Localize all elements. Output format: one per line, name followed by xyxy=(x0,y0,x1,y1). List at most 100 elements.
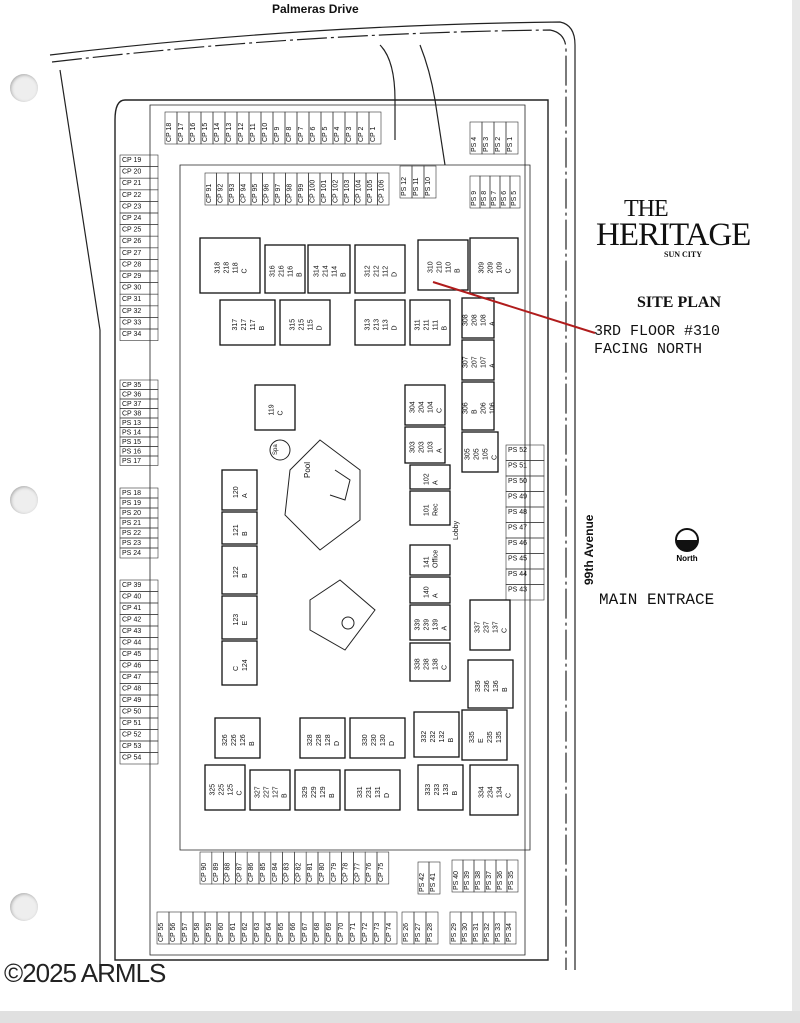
parking-space-label: PS 27 xyxy=(415,923,422,942)
unit-label: C xyxy=(237,790,244,795)
parking-space-label: CP 62 xyxy=(242,923,249,942)
parking-space-label: CP 31 xyxy=(122,296,141,303)
unit-label: 312 xyxy=(365,265,372,277)
unit-label: A xyxy=(242,493,249,498)
unit-label: 216 xyxy=(279,265,286,277)
building-outline xyxy=(221,545,258,595)
unit-label: 122 xyxy=(233,566,240,578)
building-outline xyxy=(461,431,499,473)
unit-label: 331 xyxy=(357,786,364,798)
unit-label: 239 xyxy=(424,619,431,631)
parking-space-label: CP 20 xyxy=(122,169,141,176)
parking-space-label: CP 38 xyxy=(122,411,141,418)
building-outline xyxy=(254,384,296,431)
parking-space-label: CP 79 xyxy=(331,863,338,882)
parking-space-label: CP 86 xyxy=(248,863,255,882)
unit-label: 329 xyxy=(302,786,309,798)
unit-annotation: 3RD FLOOR #310 FACING NORTH xyxy=(594,323,720,359)
parking-space-label: CP 87 xyxy=(236,863,243,882)
parking-space-label: CP 26 xyxy=(122,238,141,245)
unit-label: B xyxy=(242,573,249,578)
unit-label: 316 xyxy=(270,265,277,277)
parking-space-label: PS 47 xyxy=(508,525,527,532)
unit-label: 114 xyxy=(332,266,339,277)
unit-label: C xyxy=(506,793,513,798)
unit-label: 229 xyxy=(311,786,318,798)
unit-label: 218 xyxy=(224,262,231,274)
parking-space-label: CP 41 xyxy=(122,605,141,612)
parking-space-label: CP 92 xyxy=(218,184,225,203)
logo-line-1: THE xyxy=(624,196,669,222)
parking-space-label: CP 40 xyxy=(122,594,141,601)
unit-label: 325 xyxy=(210,784,217,796)
building-outline xyxy=(219,299,276,346)
parking-space xyxy=(425,911,439,945)
unit-label: B xyxy=(452,791,459,796)
logo-line-3: SUN CITY xyxy=(664,250,703,259)
unit-label: B xyxy=(502,687,509,692)
unit-label: 106 xyxy=(490,402,497,414)
binder-hole xyxy=(10,74,38,102)
parking-space-label: CP 28 xyxy=(122,261,141,268)
parking-space-label: CP 97 xyxy=(275,184,282,203)
parking-space-label: CP 17 xyxy=(178,123,185,142)
parking-space-label: PS 9 xyxy=(471,191,478,206)
unit-label: 116 xyxy=(288,266,295,277)
unit-label: 130 xyxy=(380,734,387,746)
unit-label: 124 xyxy=(242,659,249,671)
parking-space-label: CP 43 xyxy=(122,628,141,635)
building-outline xyxy=(279,299,331,346)
building-outline xyxy=(467,659,514,709)
building-outline xyxy=(417,239,469,291)
parking-space-label: CP 88 xyxy=(225,863,232,882)
unit-label: 141 xyxy=(424,556,431,568)
unit-label: 108 xyxy=(481,314,488,326)
unit-label: 304 xyxy=(410,401,417,413)
unit-label: 125 xyxy=(228,784,235,796)
unit-310-pointer-line xyxy=(432,281,596,334)
parking-space-label: CP 81 xyxy=(307,863,314,882)
parking-space-label: PS 15 xyxy=(122,439,141,446)
parking-space-label: PS 44 xyxy=(508,571,527,578)
parking-space-label: CP 25 xyxy=(122,227,141,234)
parking-space xyxy=(506,859,519,893)
unit-label: 215 xyxy=(299,319,306,331)
unit-label: B xyxy=(297,272,304,277)
building-outline xyxy=(294,769,341,811)
parking-space-label: CP 24 xyxy=(122,215,141,222)
parking-space-label: PS 24 xyxy=(122,550,141,557)
parking-space-label: CP 106 xyxy=(379,180,386,203)
parking-space-label: CP 90 xyxy=(201,863,208,882)
parking-space-label: CP 8 xyxy=(286,126,293,142)
building-outline xyxy=(354,244,406,294)
unit-label: 318 xyxy=(215,262,222,274)
unit-label: 211 xyxy=(424,319,431,330)
parking-space-label: CP 67 xyxy=(302,923,309,942)
parking-space-label: CP 102 xyxy=(333,180,340,203)
road-label-99th-avenue: 99th Avenue xyxy=(582,514,596,585)
unit-label: C xyxy=(502,628,509,633)
building-outline xyxy=(221,469,258,511)
parking-space xyxy=(505,584,545,601)
unit-label: 101 xyxy=(424,504,431,516)
parking-space-label: CP 55 xyxy=(158,923,165,942)
unit-label: 135 xyxy=(496,731,503,743)
unit-label: 333 xyxy=(425,784,432,796)
unit-label: 330 xyxy=(362,734,369,746)
parking-space xyxy=(119,752,159,765)
unit-label: 121 xyxy=(233,524,240,536)
unit-label: D xyxy=(384,793,391,798)
unit-label: D xyxy=(392,272,399,277)
parking-space xyxy=(428,861,441,895)
